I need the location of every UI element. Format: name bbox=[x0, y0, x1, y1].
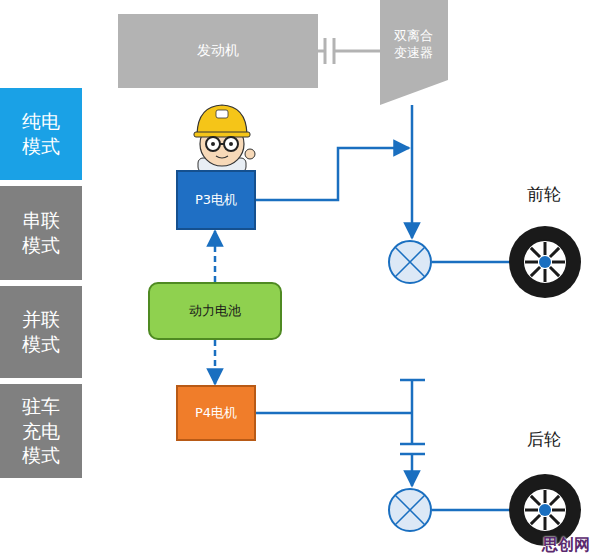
clutch-symbol bbox=[325, 38, 334, 64]
node-text: P3电机 bbox=[195, 192, 237, 208]
power-flow-arrow bbox=[214, 340, 217, 384]
node-text: 驻车充电模式 bbox=[22, 394, 61, 468]
node-text: 串联模式 bbox=[22, 208, 61, 257]
battery-box: 动力电池 bbox=[148, 282, 282, 340]
node-text: 发动机 bbox=[197, 42, 239, 60]
mode-tab: 纯电模式 bbox=[0, 88, 82, 180]
wheel-icon bbox=[509, 226, 581, 298]
node-text: 双离合变速器 bbox=[394, 28, 434, 61]
transmission-shape: 双离合变速器 bbox=[380, 0, 448, 105]
watermark: 思创网 bbox=[542, 535, 590, 556]
node-text: P4电机 bbox=[195, 405, 237, 421]
engineer-cartoon bbox=[194, 105, 255, 172]
motor-box: P4电机 bbox=[176, 385, 256, 441]
engine-box: 发动机 bbox=[118, 14, 318, 88]
motor-box: P3电机 bbox=[176, 170, 256, 230]
mode-tab: 驻车充电模式 bbox=[0, 384, 82, 478]
node-text: 并联模式 bbox=[22, 307, 61, 356]
power-flow-arrow bbox=[214, 231, 217, 282]
rear-differential bbox=[389, 489, 431, 531]
wheel-label: 后轮 bbox=[527, 428, 561, 451]
front-shaft bbox=[256, 105, 545, 262]
wheel-label: 前轮 bbox=[527, 183, 561, 206]
node-text: 纯电模式 bbox=[22, 109, 61, 158]
node-text: 动力电池 bbox=[189, 303, 241, 319]
mode-tab: 串联模式 bbox=[0, 186, 82, 280]
mode-tab: 并联模式 bbox=[0, 286, 82, 378]
front-differential bbox=[389, 241, 431, 283]
